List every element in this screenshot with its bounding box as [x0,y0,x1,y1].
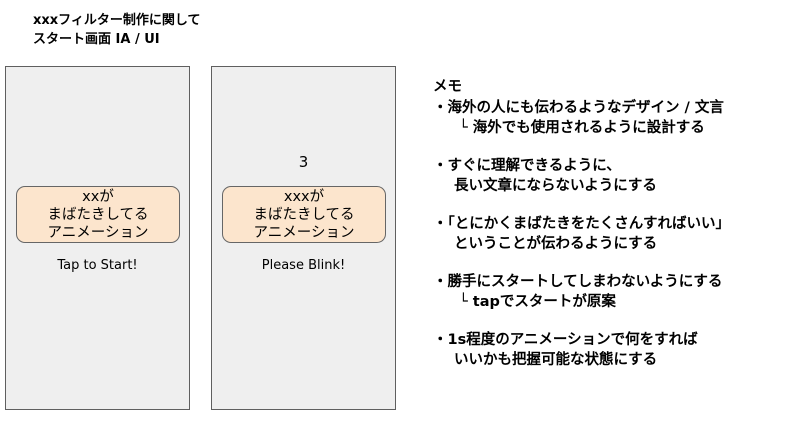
memo-title: メモ [433,79,462,95]
tap-to-start-text: Tap to Start! [57,258,138,273]
title-line-1: xxxフィルター制作に関して [33,13,201,28]
animation-text-line-1: xxが [82,188,114,205]
memo-notes: メモ ・海外の人にも伝わるようなデザイン / 文言 └ 海外でも使用されるように… [433,77,795,388]
memo-item: ・勝手にスタートしてしまわないようにする └ tapでスタートが原案 [433,272,795,312]
animation-text-line-2: まばたきしてる [253,206,355,223]
memo-item-text: ・1s程度のアニメーションで何をすれば [433,332,698,348]
memo-item: ・海外の人にも伝わるようなデザイン / 文言 └ 海外でも使用されるように設計す… [433,98,795,138]
blink-animation-box: xxが まばたきしてる アニメーション [16,186,180,243]
animation-text-line-1: xxxが [283,188,325,205]
memo-item-text: ・海外の人にも伝わるようなデザイン / 文言 [433,100,724,116]
memo-item: ・すぐに理解できるように、 長い文章にならないようにする [433,156,795,196]
memo-item-continuation: ということが伝わるようにする [454,236,658,252]
memo-item-continuation: いいかも把握可能な状態にする [454,352,658,368]
start-screen-mockup: xxが まばたきしてる アニメーション Tap to Start! [5,66,190,410]
memo-item-text: ・勝手にスタートしてしまわないようにする [433,274,723,290]
blink-animation-box: xxxが まばたきしてる アニメーション [222,186,386,243]
memo-item-subnote: └ 海外でも使用されるように設計する [459,120,705,136]
countdown-number: 3 [298,153,309,171]
animation-text-line-3: アニメーション [253,224,355,241]
countdown-screen-mockup: 3 xxxが まばたきしてる アニメーション Please Blink! [211,66,396,410]
memo-item-subnote: └ tapでスタートが原案 [459,294,616,310]
memo-item: ・「とにかくまばたきをたくさんすればいい」 ということが伝わるようにする [433,214,795,254]
memo-item-text: ・すぐに理解できるように、 [433,158,621,174]
please-blink-text: Please Blink! [261,258,346,273]
document-title: xxxフィルター制作に関して スタート画面 IA / UI [33,11,201,49]
memo-item-text: ・「とにかくまばたきをたくさんすればいい」 [433,216,730,232]
memo-item-continuation: 長い文章にならないようにする [454,178,657,194]
animation-text-line-3: アニメーション [47,224,149,241]
memo-item: ・1s程度のアニメーションで何をすれば いいかも把握可能な状態にする [433,330,795,370]
title-line-2: スタート画面 IA / UI [33,32,160,47]
animation-text-line-2: まばたきしてる [47,206,149,223]
